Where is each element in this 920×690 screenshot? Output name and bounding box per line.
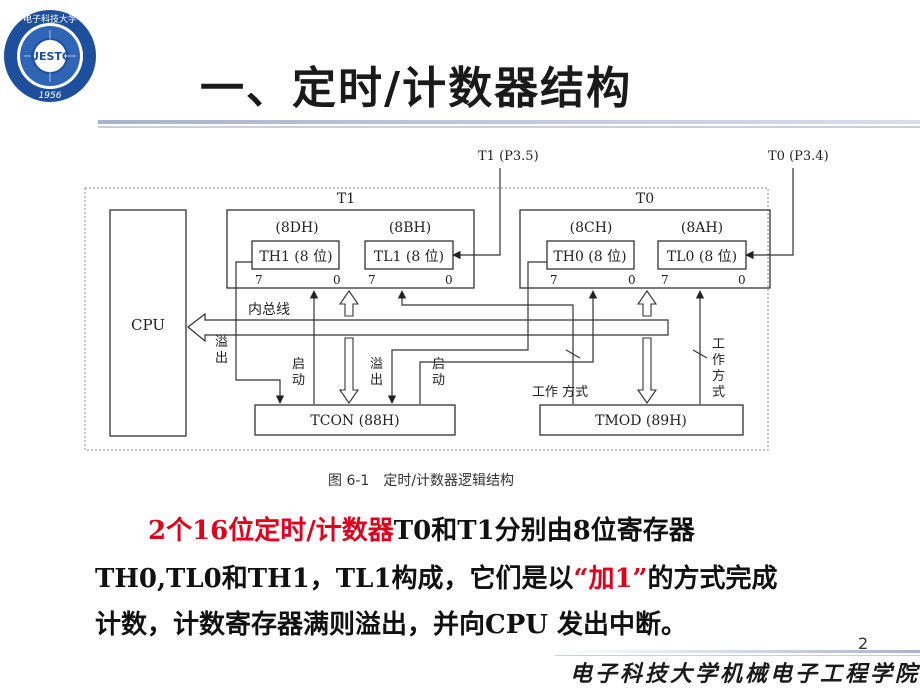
t1-label: T1: [337, 191, 355, 207]
t0-start-line: [419, 290, 598, 404]
th0-bit7: 7: [550, 273, 558, 287]
mode-h-label: 工作 方式: [532, 384, 588, 400]
footer-institution: 电子科技大学机械电子工程学院: [570, 661, 920, 687]
t1-pin-line: [452, 168, 501, 260]
title-underline-thin: [98, 126, 920, 128]
figure-caption: 图 6-1 定时/计数器逻辑结构: [328, 473, 515, 489]
th1-label: TH1 (8 位): [259, 249, 332, 265]
highlight-add-one: “加1”: [573, 564, 648, 594]
t0-pin-label: T0 (P3.4): [768, 149, 829, 164]
cpu-label: CPU: [131, 316, 165, 334]
tl1-register: [364, 240, 454, 270]
tl0-bit0: 0: [738, 273, 746, 287]
bus-t1-connector: [338, 290, 360, 317]
t0-start-label: 启动: [432, 357, 445, 388]
th1-register: [251, 240, 340, 270]
th1-bit0: 0: [333, 273, 341, 287]
t1-block: [226, 209, 475, 289]
t0-block: [519, 209, 771, 289]
page-number: 2: [858, 634, 869, 653]
line2-pre: TH0,TL0和TH1，TL1构成，它们是以: [95, 564, 574, 594]
diagram-frame: [84, 187, 769, 451]
th0-bit0: 0: [628, 273, 636, 287]
t0-label: T0: [636, 191, 654, 207]
t0-pin-line: [745, 168, 794, 260]
t1-overflow-label: 溢出: [215, 335, 228, 366]
t1-mode-tick: [565, 349, 581, 359]
internal-bus: [187, 312, 669, 343]
timer-structure-diagram: CPU T1 (8DH) (8BH) TH1 (8 位) TL1 (8 位) 7…: [84, 149, 829, 451]
slide-title: 一、定时/计数器结构: [200, 63, 633, 114]
tl0-register: [657, 240, 747, 270]
t0-overflow-label: 溢出: [370, 357, 383, 388]
line1-rest: T0和T1分别由8位寄存器: [393, 516, 695, 546]
t1-pin-label: T1 (P3.5): [478, 149, 539, 164]
bus-t0-connector: [636, 290, 658, 317]
tl0-label: TL0 (8 位): [667, 249, 737, 265]
tl1-address: (8BH): [389, 220, 431, 236]
logo-top-text: 电子科技大学: [23, 13, 77, 25]
bus-tcon-connector: [338, 337, 360, 404]
highlight-timer-count: 2个16位定时/计数器: [148, 516, 394, 546]
tcon-label: TCON (88H): [310, 413, 399, 429]
logo-year: 1956: [39, 91, 62, 101]
logo-center-text: UESTC: [30, 50, 70, 63]
line2-post: 的方式完成: [647, 564, 778, 594]
tmod-register: [539, 404, 744, 436]
t1-overflow-line: [235, 261, 285, 404]
t0-overflow-line: [387, 261, 547, 404]
tl1-bit7: 7: [368, 273, 376, 287]
th0-label: TH0 (8 位): [553, 249, 626, 265]
university-logo: UESTC 电子科技大学 1956: [2, 8, 98, 104]
t0-mode-tick: [692, 349, 708, 359]
paragraph-line-2: TH0,TL0和TH1，TL1构成，它们是以“加1”的方式完成: [95, 558, 895, 595]
mode-v-label: 工 作 方 式: [712, 337, 729, 400]
tmod-label: TMOD (89H): [595, 413, 687, 429]
th0-register: [546, 240, 635, 270]
paragraph-line-3: 计数，计数寄存器满则溢出，并向CPU 发出中断。: [95, 610, 687, 640]
bus-label: 内总线: [248, 302, 290, 318]
tl1-bit0: 0: [445, 273, 453, 287]
title-underline: [98, 120, 920, 124]
paragraph-line-1: 2个16位定时/计数器T0和T1分别由8位寄存器: [148, 510, 920, 547]
cpu-box: [109, 209, 187, 437]
bus-tmod-connector: [636, 337, 658, 404]
tl0-address: (8AH): [681, 220, 723, 236]
th1-address: (8DH): [275, 220, 318, 236]
t1-start-label: 启动: [292, 357, 305, 388]
tl0-bit7: 7: [661, 273, 669, 287]
tl1-label: TL1 (8 位): [374, 249, 444, 265]
footer-rule: [555, 650, 920, 653]
footer-rule-thin: [555, 655, 920, 656]
th1-bit7: 7: [255, 273, 263, 287]
th0-address: (8CH): [570, 220, 613, 236]
tcon-register: [254, 404, 456, 436]
